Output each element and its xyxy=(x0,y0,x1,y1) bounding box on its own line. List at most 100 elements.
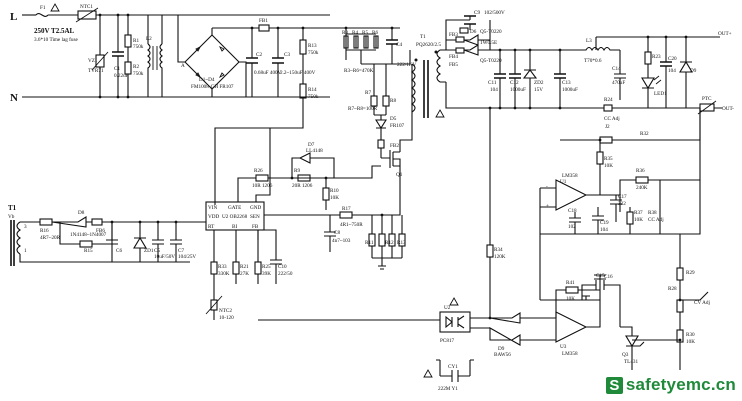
diode-d9 xyxy=(679,37,693,108)
r25-label: R25 xyxy=(262,264,271,270)
l2-label: L2 xyxy=(146,36,152,42)
c5-label: C5 xyxy=(154,248,160,254)
y-capacitor-cy1 xyxy=(439,360,471,382)
c1-label: C1 xyxy=(114,66,120,72)
r28-label: R28 xyxy=(668,286,677,292)
r38-value: CC Adj xyxy=(648,217,664,223)
opamp-u3 xyxy=(555,311,588,343)
r17-value: 4R1~750R xyxy=(340,222,363,228)
resistor-r10 xyxy=(322,187,330,201)
diode-d10 xyxy=(489,312,556,324)
r38-label: R38 xyxy=(648,210,657,216)
r2-value: 750k xyxy=(133,71,144,77)
resistor-r18 xyxy=(459,27,469,34)
bridge-label: D1~D4 xyxy=(199,77,215,83)
resistor-r8 xyxy=(382,95,390,107)
r9-value: 20R 1206 xyxy=(292,183,313,189)
r21-label: R21 xyxy=(240,264,249,270)
resistor-r6 xyxy=(373,35,379,49)
t1-label: T1 xyxy=(420,34,426,40)
watermark-text: safetyemc.cn xyxy=(625,375,736,394)
c7-label: C7 xyxy=(178,248,184,254)
r24-label: R24 xyxy=(604,97,613,103)
l3-label: L3 xyxy=(586,38,592,44)
cv-adj-label: CV Adj xyxy=(694,300,710,306)
r34-value: 120K xyxy=(494,254,506,260)
j2-label: J2 xyxy=(605,124,610,130)
capacitor-c13 xyxy=(554,73,566,79)
r23-label: R23 xyxy=(652,54,661,60)
output-plus-terminal[interactable]: OUT+ xyxy=(718,31,732,37)
warning-triangle-icon xyxy=(435,109,445,118)
ic-u2 xyxy=(205,201,265,231)
resistor-r3 xyxy=(343,35,349,49)
u1-label: U1 xyxy=(560,179,567,185)
r36-value: 240K xyxy=(636,185,648,191)
c14-value: 470uF xyxy=(612,80,625,86)
r26-label: R26 xyxy=(254,168,263,174)
q3-value: TL431 xyxy=(624,359,639,365)
c8-value: 4n7~103 xyxy=(332,238,351,244)
u3-label: U3 xyxy=(560,344,567,350)
r1-value: 750k xyxy=(133,44,144,50)
r32-label: R32 xyxy=(640,131,649,137)
resistor-r1 xyxy=(124,34,132,48)
c10-value: 222/50 xyxy=(278,271,293,277)
c9-label: C9 xyxy=(474,10,480,16)
d9b-value: BAW56 xyxy=(494,352,511,358)
fb6-label: FB6 xyxy=(96,228,105,234)
cy1-value: 222M Y1 xyxy=(438,386,458,392)
fuse-desc: 3.6*10 Time lag fuse xyxy=(34,36,79,43)
capacitor-c5 xyxy=(152,222,164,262)
output-minus-terminal[interactable]: OUT- xyxy=(722,106,734,112)
r7-r8-value: R7~R8=100R xyxy=(348,106,378,112)
r3-r6-value: R3~R6=470K xyxy=(344,68,374,74)
resistor-r32 xyxy=(599,136,613,144)
r24-value: CC Adj xyxy=(604,116,620,122)
ferrite-fb4 xyxy=(455,47,465,54)
capacitor-c2 xyxy=(246,57,258,64)
resistor-r13 xyxy=(299,39,307,55)
resistor-r35 xyxy=(596,151,604,165)
mosfet-q1 xyxy=(381,118,413,180)
resistor-r4 xyxy=(353,35,359,49)
diode-d5 xyxy=(375,119,387,130)
fb5-label: FB5 xyxy=(449,62,458,68)
r29-label: R29 xyxy=(686,270,695,276)
inductor-l3 xyxy=(580,46,620,52)
c18-value: 102 xyxy=(568,224,576,230)
pin-fb: FB xyxy=(252,224,259,230)
u3-value: LM358 xyxy=(562,351,578,357)
aux-winding xyxy=(16,221,21,255)
resistor-r26 xyxy=(255,174,269,182)
zd1-label: ZD1 xyxy=(144,248,154,254)
ntc2-symbol xyxy=(210,299,218,311)
resistor-r25 xyxy=(254,261,262,275)
r16-value: 4R7~20R xyxy=(40,235,61,241)
r4-label: R4 xyxy=(352,30,358,36)
transformer-t1-primary xyxy=(411,63,416,113)
r10-value: 10K xyxy=(330,195,339,201)
c10-label: C10 xyxy=(278,264,287,270)
ntc1-label: NTC1 xyxy=(80,4,93,10)
d7-label: D7 xyxy=(308,142,315,148)
q3-label: Q3 xyxy=(622,352,629,358)
fuse-rating: 250V T2.5AL xyxy=(34,27,75,35)
r17-label: R17 xyxy=(342,206,351,212)
d7-value: LL4148 xyxy=(306,148,323,154)
warning-triangle-icon xyxy=(423,369,433,378)
r15-label: R15 xyxy=(84,248,93,254)
r5-label: R5 xyxy=(362,30,368,36)
fuse-ref: F1 xyxy=(40,5,46,11)
r8-label: R8 xyxy=(390,98,396,104)
r14-value: 750k xyxy=(308,94,319,100)
ic-label: U2 OB2268 xyxy=(222,214,248,220)
l3-value: T70*0.6 xyxy=(584,58,602,64)
warning-triangle-icon xyxy=(449,297,459,306)
cy1-label: CY1 xyxy=(448,364,458,370)
r13b-label: R13 xyxy=(397,240,406,246)
ntc2-value: 10-120 xyxy=(219,315,234,321)
d7a-value: Q5-T0220 xyxy=(480,58,502,64)
resistor-r17 xyxy=(339,211,353,219)
